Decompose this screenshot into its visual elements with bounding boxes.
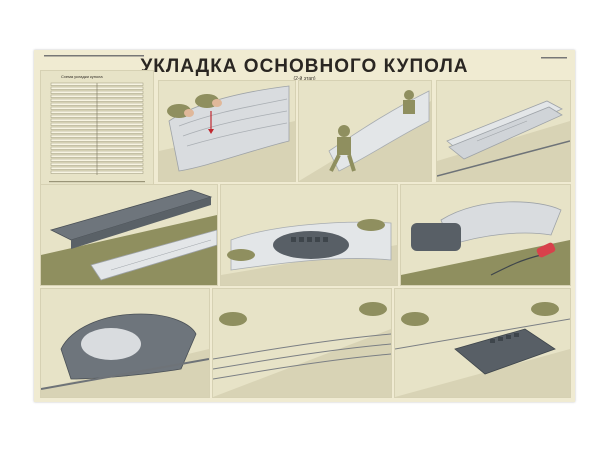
poster-header-note — [44, 54, 144, 59]
poster-header-code — [541, 56, 567, 61]
panel-pack-handle — [400, 184, 571, 286]
scheme-diagram — [49, 82, 145, 191]
illustration-folded-stack — [437, 100, 570, 181]
panel-fold-canopy — [158, 80, 296, 182]
poster: УКЛАДКА ОСНОВНОГО КУПОЛА (2-й этап) Схем… — [34, 50, 575, 402]
panel-folded-stack — [436, 80, 571, 182]
illustration-lines — [213, 302, 391, 397]
page-subtitle: (2-й этап) — [293, 76, 316, 82]
illustration-pack-closed — [41, 313, 209, 397]
illustration-pack-final — [395, 302, 570, 397]
scheme-title: Схема укладки купола — [61, 74, 103, 79]
panel-pack-final — [394, 288, 571, 398]
page-title: УКЛАДКА ОСНОВНОГО КУПОЛА — [140, 56, 469, 77]
panel-lines — [212, 288, 392, 398]
panel-pack-closed — [40, 288, 210, 398]
panel-scheme: Схема укладки купола — [40, 70, 154, 200]
panel-soldiers-canopy — [298, 80, 432, 182]
illustration-pack-handle — [401, 201, 570, 285]
illustration-fold-canopy — [159, 85, 295, 181]
illustration-pack-tray — [41, 189, 217, 285]
illustration-pack-hands — [221, 219, 397, 285]
panel-pack-hands — [220, 184, 398, 286]
illustration-soldiers — [299, 90, 431, 181]
panel-pack-tray — [40, 184, 218, 286]
